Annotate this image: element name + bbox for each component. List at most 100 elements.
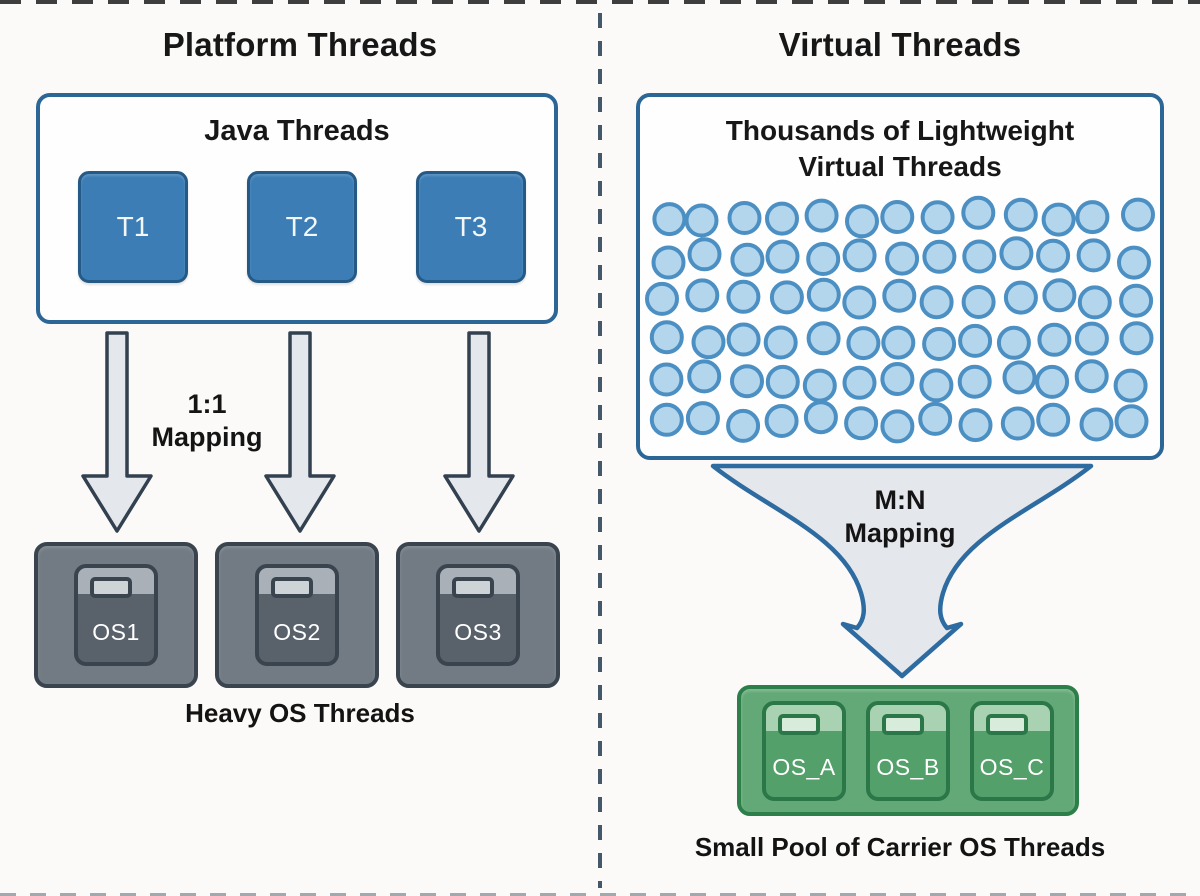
carrier-thread-icon: OS_A [762, 700, 846, 801]
virtual-thread-circle [1035, 364, 1070, 399]
virtual-thread-circle [882, 278, 917, 313]
virtual-thread-circle [961, 284, 996, 319]
clip-tab-icon [778, 713, 820, 735]
carrier-thread-icon-label: OS_A [772, 753, 836, 780]
virtual-thread-circle [1041, 202, 1076, 237]
virtual-thread-circle [922, 326, 957, 361]
top-dashed-edge [0, 0, 1200, 4]
clip-tab-icon [271, 577, 313, 598]
virtual-thread-circle [645, 281, 679, 316]
virtual-thread-circle [1076, 238, 1111, 273]
virtual-thread-circle [845, 204, 879, 239]
virtual-thread-circle [920, 200, 955, 235]
mapping-word-text: Mapping [844, 517, 956, 548]
clip-tab-icon [882, 713, 924, 735]
virtual-threads-pool-title: Thousands of Lightweight Virtual Threads [640, 113, 1160, 186]
mapping-word-text: Mapping [151, 421, 263, 452]
virtual-thread-circle [1000, 406, 1035, 441]
virtual-thread-circle [999, 236, 1034, 271]
virtual-thread-circle [919, 368, 954, 403]
clip-tab-icon [90, 577, 132, 598]
virtual-thread-circle [684, 203, 719, 238]
virtual-thread-circle [996, 325, 1031, 360]
virtual-thread-circle [1074, 358, 1109, 393]
os-thread-icon: OS3 [436, 564, 520, 666]
virtual-thread-circle [765, 364, 800, 399]
virtual-thread-circle [880, 361, 915, 396]
virtual-thread-circle [806, 277, 841, 312]
os-thread-box: OS3 [396, 542, 560, 688]
mapping-ratio-text: M:N [874, 485, 926, 515]
virtual-thread-circle [842, 285, 877, 320]
virtual-thread-circle [957, 364, 992, 399]
clip-tab-icon [452, 577, 494, 598]
virtual-thread-circle [769, 280, 804, 315]
virtual-thread-circle [730, 363, 764, 398]
virtual-thread-circle [880, 199, 915, 234]
one-to-one-arrow-3 [443, 331, 515, 533]
virtual-thread-circle [961, 195, 996, 230]
virtual-thread-circle [842, 365, 877, 400]
virtual-thread-circle [726, 279, 761, 314]
mapping-ratio-text: 1:1 [187, 389, 227, 419]
virtual-thread-circle [803, 399, 838, 434]
virtual-thread-circles-field [645, 195, 1155, 444]
virtual-thread-circle [1042, 278, 1077, 313]
virtual-thread-circle [1119, 283, 1154, 318]
one-to-one-arrow-1 [81, 331, 153, 533]
virtual-thread-circle [1036, 238, 1071, 273]
one-to-one-mapping-label: 1:1 Mapping [112, 388, 302, 454]
virtual-thread-circle [885, 241, 920, 276]
virtual-thread-circle [1075, 199, 1110, 234]
virtual-thread-circle [962, 239, 997, 274]
carrier-thread-icon-label: OS_B [876, 753, 940, 780]
virtual-threads-pool-box: Thousands of Lightweight Virtual Threads [636, 93, 1164, 460]
virtual-thread-circle [652, 201, 687, 236]
virtual-thread-circle [726, 322, 761, 357]
virtual-thread-circle [687, 237, 722, 272]
os-thread-icon-label: OS1 [92, 619, 140, 645]
virtual-thread-circle [1114, 403, 1149, 438]
virtual-thread-circle [1079, 407, 1114, 442]
right-panel-title: Virtual Threads [778, 26, 1022, 63]
virtual-thread-circle [765, 239, 800, 274]
virtual-thread-circle [922, 239, 957, 274]
virtual-thread-circle [765, 201, 799, 236]
virtual-thread-circle [764, 403, 799, 438]
virtual-thread-circle [649, 362, 684, 397]
m-to-n-funnel-arrow [710, 463, 1094, 679]
os-thread-icon: OS1 [74, 564, 158, 666]
virtual-thread-circle [726, 408, 761, 443]
virtual-thread-circle [958, 323, 993, 358]
virtual-thread-circle [649, 402, 684, 437]
one-to-one-arrow-2 [264, 331, 336, 533]
virtual-thread-circle [649, 319, 684, 354]
os-thread-icon-label: OS2 [273, 619, 321, 645]
virtual-thread-circle [1003, 197, 1038, 232]
virtual-threads-panel: Virtual Threads Thousands of Lightweight… [600, 0, 1200, 896]
virtual-thread-circle [1077, 285, 1112, 320]
os-threads-row: OS1 OS2 OS3 [34, 542, 562, 688]
pool-title-line-2: Virtual Threads [798, 151, 1002, 183]
virtual-thread-circle [763, 325, 798, 360]
virtual-thread-circle [687, 359, 722, 394]
virtual-thread-circle [919, 284, 954, 319]
virtual-thread-circle [730, 242, 765, 277]
virtual-thread-circle [685, 400, 720, 435]
os-thread-box: OS1 [34, 542, 198, 688]
carrier-thread-icon: OS_B [866, 700, 950, 801]
virtual-thread-circle [842, 238, 877, 273]
virtual-thread-circle [846, 325, 881, 360]
virtual-thread-circle [1003, 280, 1038, 315]
bottom-dashed-edge [0, 893, 1200, 896]
virtual-thread-circle [651, 245, 686, 280]
virtual-thread-circle [1121, 197, 1155, 232]
pool-title-line-1: Thousands of Lightweight [725, 115, 1075, 146]
virtual-thread-circle [1036, 402, 1071, 437]
virtual-thread-circle [1113, 368, 1148, 403]
os-thread-icon-label: OS3 [454, 619, 502, 645]
java-threads-box-title: Java Threads [204, 115, 390, 147]
